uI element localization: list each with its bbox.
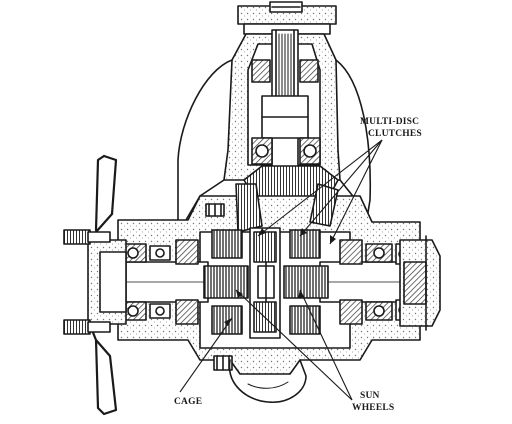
sun-wheel-right	[283, 265, 329, 299]
callout-leaders	[179, 139, 383, 401]
clutch-pack-upper-right	[289, 229, 321, 259]
left-wheel-flange	[87, 154, 127, 416]
clutch-pack-lower-right	[289, 305, 321, 335]
wheel-stud-upper	[63, 229, 111, 245]
label-sun-line2: WHEELS	[352, 403, 394, 413]
right-output-flange	[399, 235, 441, 331]
lower-cover	[228, 359, 307, 403]
label-multi-disc-line1: MULTI-DISC	[360, 117, 419, 127]
wheel-stud-lower	[63, 319, 111, 335]
pinion-splines	[278, 33, 292, 99]
planet-gears	[249, 227, 281, 339]
clutch-pack-upper-left	[211, 229, 243, 259]
input-flange	[237, 1, 337, 35]
leader-arrowheads	[224, 228, 336, 326]
label-sun-line1: SUN	[360, 391, 380, 401]
sun-wheel-left	[203, 265, 249, 299]
cage-bolt-lower	[213, 355, 233, 371]
pinion-housing	[223, 29, 341, 211]
label-cage: CAGE	[174, 397, 202, 407]
cage-bolt-upper	[205, 203, 225, 217]
label-multi-disc-line2: CLUTCHES	[368, 129, 422, 139]
clutch-pack-lower-left	[211, 305, 243, 335]
